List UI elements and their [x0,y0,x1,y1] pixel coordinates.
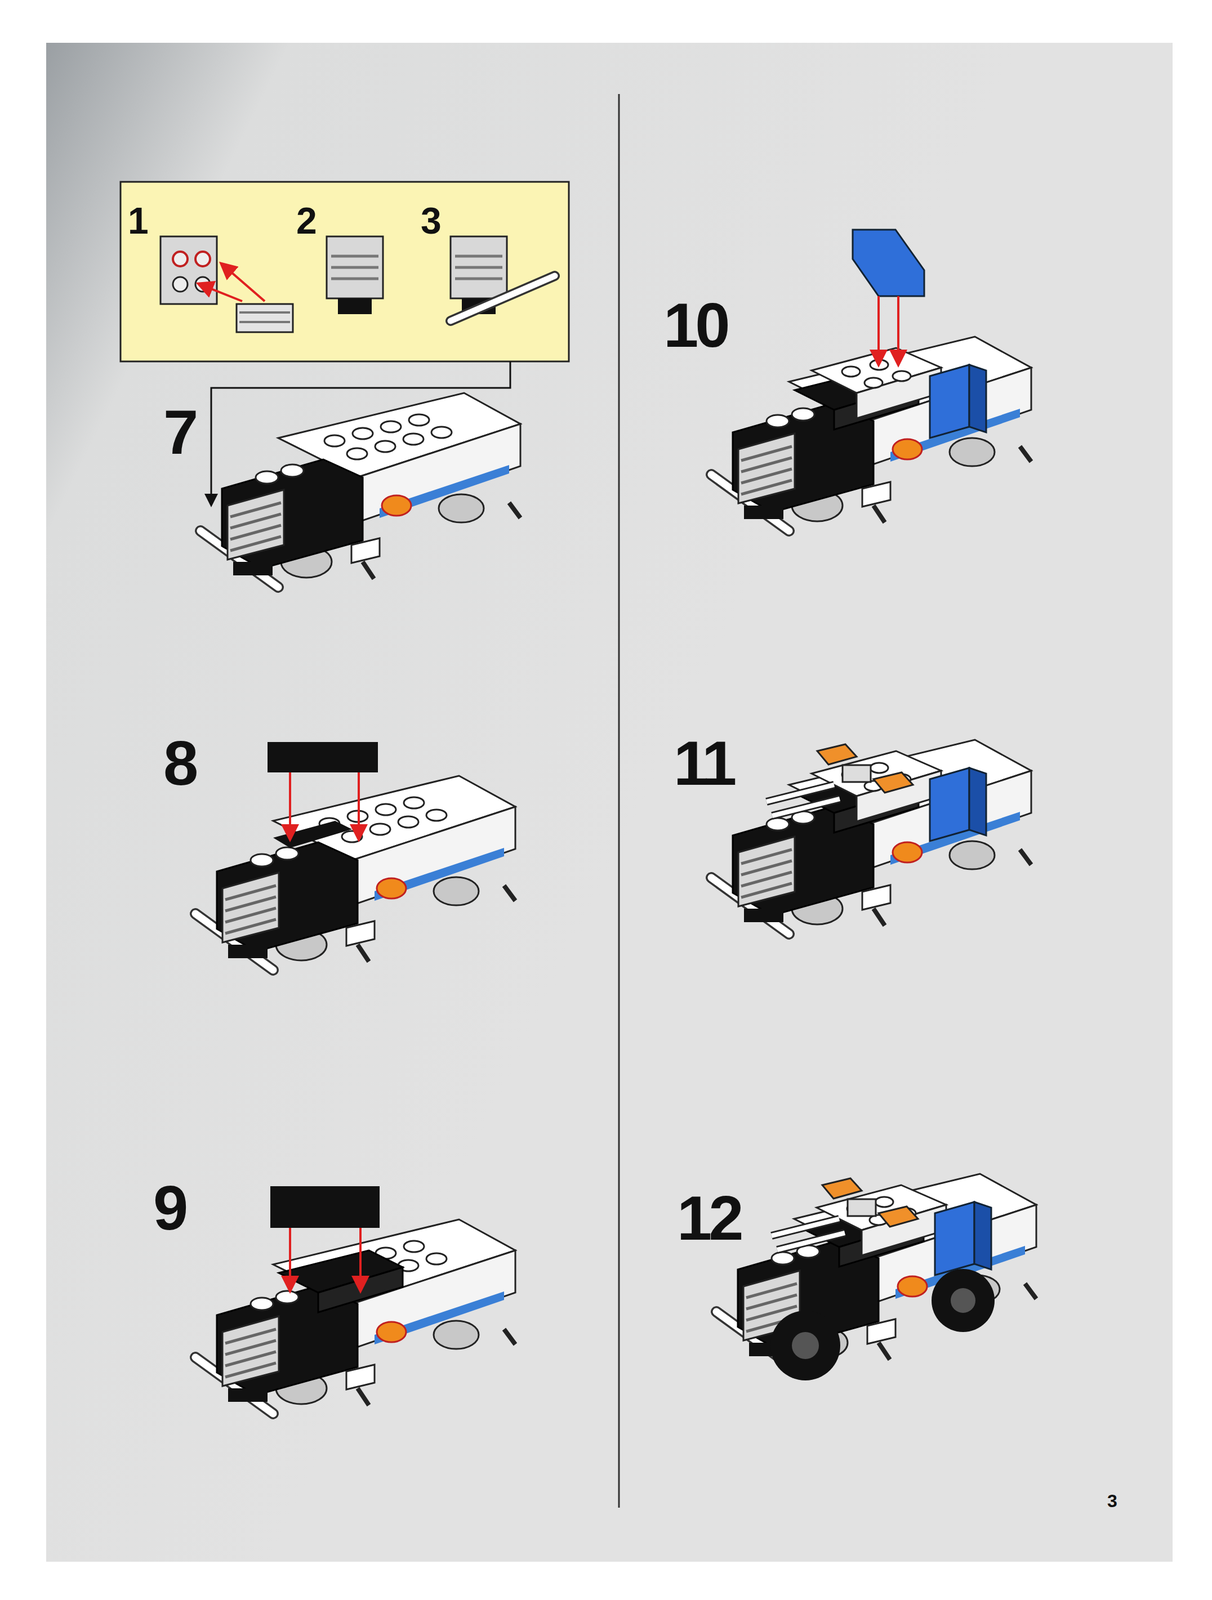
subassembly-panel [120,181,569,362]
red-arrow [877,296,880,364]
red-arrow [357,772,360,839]
page-number: 3 [1107,1492,1118,1511]
black-plate [270,1186,380,1229]
step-number: 10 [663,293,728,358]
subassembly-box: 1 2 3 [120,181,569,362]
car-step-10 [711,336,1032,532]
red-arrow [288,772,292,839]
car-step-11 [711,740,1032,935]
step-number: 7 [163,400,195,465]
car-step-8 [195,776,516,971]
step-number: 9 [153,1177,185,1241]
divider [618,94,621,1509]
car-step-7 [200,393,521,588]
step-number: 8 [163,732,195,796]
red-arrow [897,296,900,364]
car-step-12 [716,1174,1037,1381]
substep-number: 3 [420,202,442,240]
page-panel [46,42,1173,1563]
red-arrow [288,1228,292,1290]
step-number: 12 [676,1187,741,1251]
step-number: 11 [673,732,734,796]
substep-number: 2 [296,202,318,240]
blue-seat [852,229,925,297]
black-plate [267,742,378,773]
subassembly-parts [160,236,555,333]
substep-number: 1 [127,202,149,240]
car-step-9 [195,1219,516,1415]
red-arrow [359,1228,362,1290]
